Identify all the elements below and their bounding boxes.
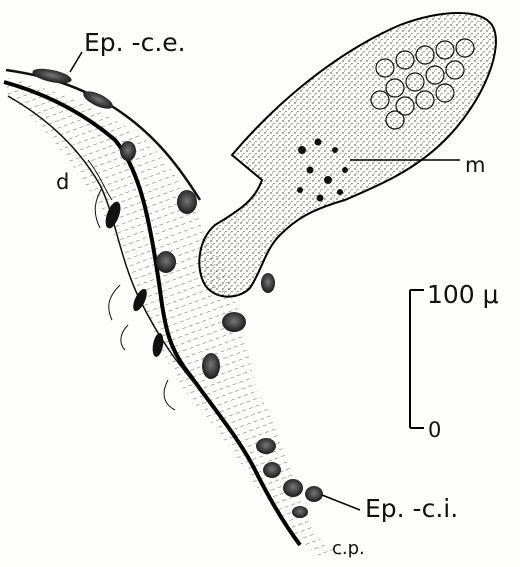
nucleus <box>120 141 136 161</box>
inner-epithelial-cell <box>292 506 308 518</box>
nucleus <box>156 251 176 273</box>
nucleus <box>202 353 220 379</box>
label-ep-ci: Ep. -c.i. <box>365 496 458 521</box>
leader-line-ep-ci <box>322 495 360 510</box>
inner-epithelial-cell <box>256 438 276 454</box>
inner-epithelial-cell <box>283 479 303 497</box>
inner-epithelial-cell <box>305 486 323 502</box>
label-cp: c.p. <box>332 540 365 558</box>
label-m: m <box>465 155 485 176</box>
nucleus <box>177 190 197 214</box>
nucleus <box>261 273 275 293</box>
inner-epithelial-cell <box>263 462 281 478</box>
nucleus <box>222 312 246 332</box>
scale-label-top: 100 μ <box>427 282 499 307</box>
label-d: d <box>56 172 69 193</box>
leader-line-ep-ce <box>70 52 82 72</box>
epithelial-cell <box>31 66 73 86</box>
scale-label-bottom: 0 <box>428 420 441 441</box>
label-ep-ce: Ep. -c.e. <box>84 30 186 55</box>
